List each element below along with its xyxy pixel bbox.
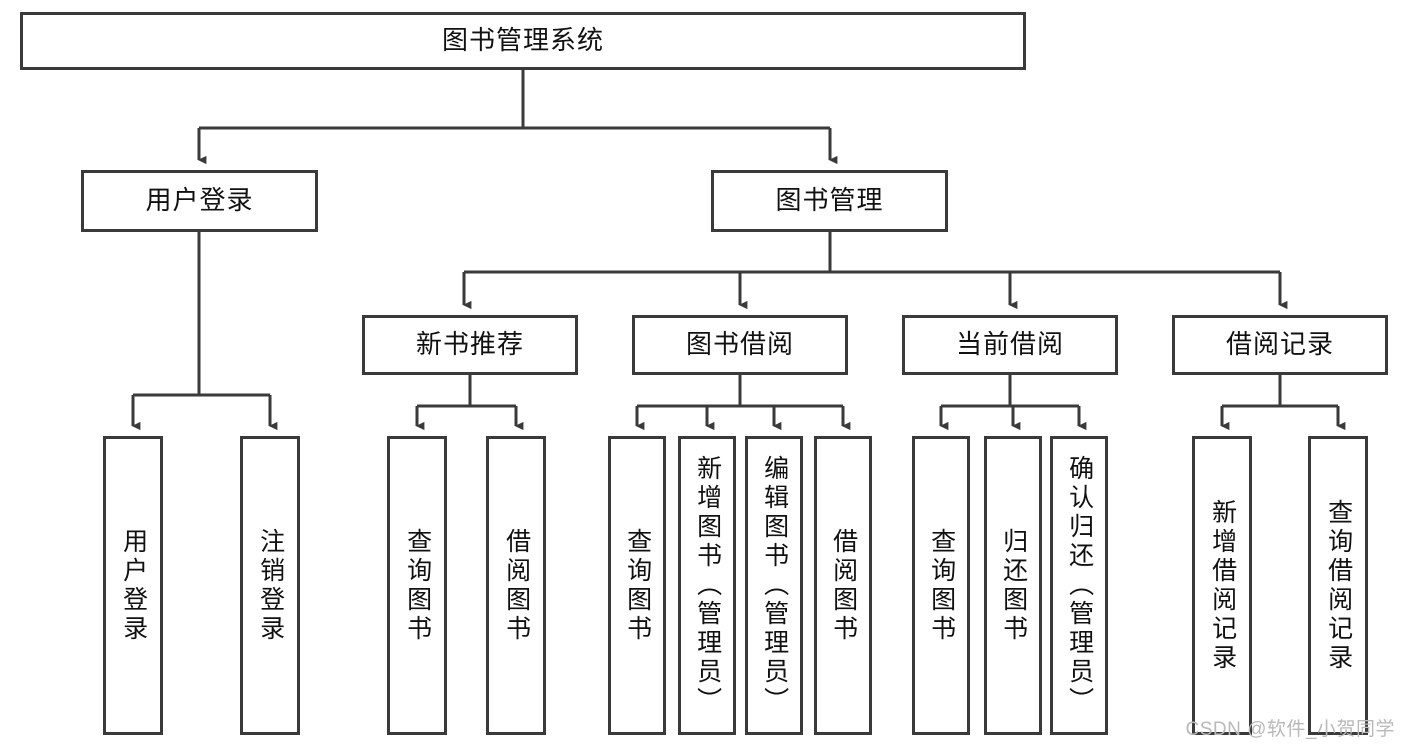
leaf-logout-label: 注销登录 — [256, 527, 285, 644]
node-book-borrow[interactable]: 图书借阅 — [632, 315, 848, 375]
leaf-query-book-borrow-label: 查询图书 — [623, 527, 652, 644]
node-book-management[interactable]: 图书管理 — [711, 170, 948, 232]
watermark: CSDN @软件_小贺同学 — [1185, 719, 1395, 740]
leaf-query-borrow-record[interactable]: 查询借阅记录 — [1308, 436, 1368, 735]
leaf-user-login[interactable]: 用户登录 — [103, 436, 163, 735]
leaf-query-borrow-record-label: 查询借阅记录 — [1324, 498, 1353, 673]
leaf-add-book-admin[interactable]: 新增图书（管理员） — [678, 436, 736, 735]
node-new-book-recommend[interactable]: 新书推荐 — [362, 315, 578, 375]
leaf-query-book-current[interactable]: 查询图书 — [912, 436, 970, 735]
node-current-borrow-label: 当前借阅 — [955, 329, 1064, 360]
leaf-confirm-return-admin-label: 确认归还（管理员） — [1065, 455, 1094, 716]
leaf-borrow-book-newbook[interactable]: 借阅图书 — [486, 436, 546, 735]
node-book-borrow-label: 图书借阅 — [685, 329, 794, 360]
leaf-borrow-book-label: 借阅图书 — [829, 527, 858, 644]
node-borrow-record-label: 借阅记录 — [1225, 329, 1334, 360]
leaf-return-book[interactable]: 归还图书 — [984, 436, 1042, 735]
node-book-management-label: 图书管理 — [775, 185, 884, 216]
leaf-query-book-borrow[interactable]: 查询图书 — [608, 436, 666, 735]
leaf-borrow-book[interactable]: 借阅图书 — [814, 436, 872, 735]
leaf-logout[interactable]: 注销登录 — [240, 436, 300, 735]
leaf-query-book-current-label: 查询图书 — [927, 527, 956, 644]
leaf-add-borrow-record[interactable]: 新增借阅记录 — [1192, 436, 1252, 735]
leaf-return-book-label: 归还图书 — [999, 527, 1028, 644]
node-new-book-recommend-label: 新书推荐 — [415, 329, 524, 360]
leaf-edit-book-admin[interactable]: 编辑图书（管理员） — [745, 436, 803, 735]
leaf-confirm-return-admin[interactable]: 确认归还（管理员） — [1050, 436, 1108, 735]
node-root-label: 图书管理系统 — [441, 25, 604, 56]
leaf-add-borrow-record-label: 新增借阅记录 — [1208, 498, 1237, 673]
leaf-borrow-book-newbook-label: 借阅图书 — [502, 527, 531, 644]
node-borrow-record[interactable]: 借阅记录 — [1172, 315, 1388, 375]
leaf-user-login-label: 用户登录 — [119, 527, 148, 644]
leaf-add-book-admin-label: 新增图书（管理员） — [693, 455, 722, 716]
leaf-query-book-newbook[interactable]: 查询图书 — [387, 436, 447, 735]
node-user-login[interactable]: 用户登录 — [81, 170, 318, 232]
node-user-login-label: 用户登录 — [145, 185, 254, 216]
node-current-borrow[interactable]: 当前借阅 — [902, 315, 1118, 375]
node-root[interactable]: 图书管理系统 — [20, 12, 1026, 70]
leaf-query-book-newbook-label: 查询图书 — [403, 527, 432, 644]
leaf-edit-book-admin-label: 编辑图书（管理员） — [760, 455, 789, 716]
